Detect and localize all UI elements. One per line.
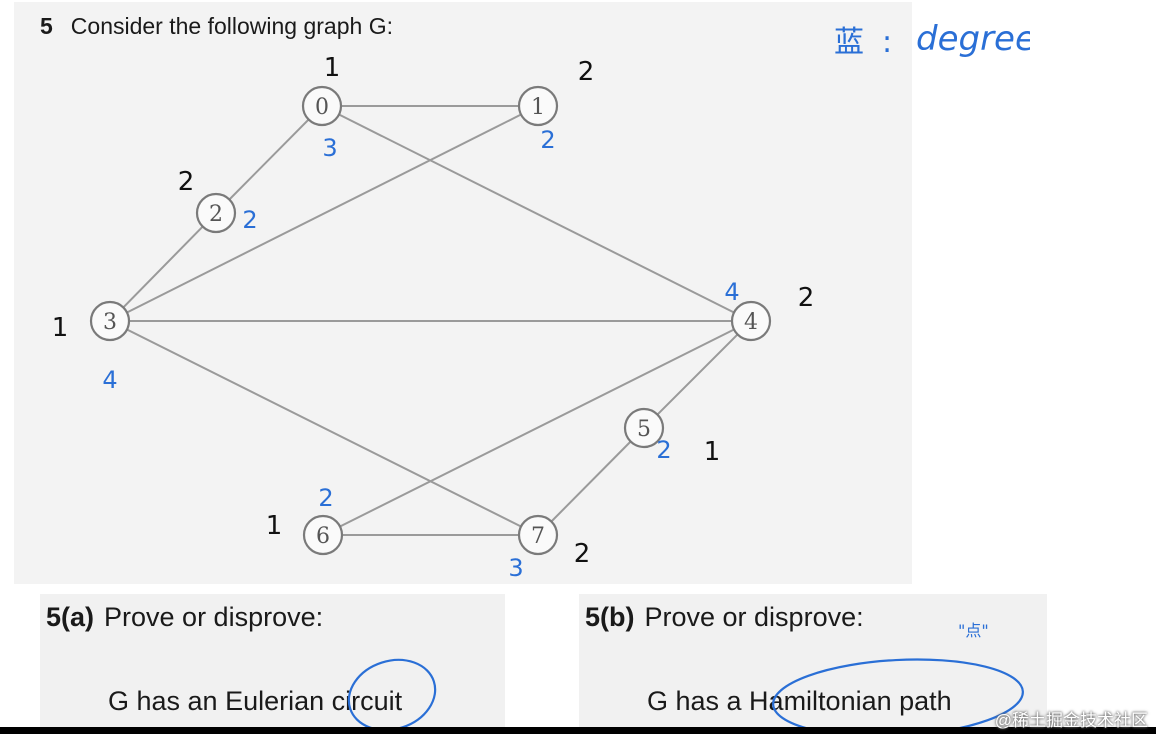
graph-node-label: 0	[315, 95, 329, 120]
graph-node-circle	[517, 514, 559, 556]
degree-mark-n1: 2	[540, 126, 555, 154]
graph-node-circle	[730, 300, 772, 342]
handwritten-overlay: "点"	[347, 621, 1024, 730]
degree-mark-n5: 2	[656, 436, 671, 464]
graph-edge-4-6	[339, 328, 735, 528]
graph-node-3: 3	[89, 300, 131, 342]
graph-edge-0-4	[338, 113, 735, 314]
legend-text: degree	[916, 19, 1030, 59]
circle-mark-hamiltonian	[772, 658, 1024, 730]
part-a-label: 5(a)	[46, 602, 95, 632]
handwritten-mark-n5: 1	[704, 437, 721, 467]
watermark: @稀土掘金技术社区	[994, 711, 1148, 730]
handwritten-mark-n3: 1	[52, 313, 69, 343]
degree-mark-n3: 4	[102, 366, 117, 394]
graph-node-circle	[301, 85, 343, 127]
part-a-panel: 5(a) Prove or disprove: G has an Eulerian…	[40, 594, 505, 729]
graph-edge-5-7	[550, 440, 632, 523]
graph-node-label: 5	[637, 417, 651, 442]
graph-node-circle	[302, 514, 344, 556]
degree-mark-n6: 2	[318, 484, 333, 512]
graph-node-circle	[195, 192, 237, 234]
handwritten-mark-n2: 2	[178, 167, 195, 197]
handwritten-mark-n7: 2	[574, 539, 591, 569]
degree-mark-n7: 3	[508, 554, 523, 582]
graph-node-circle	[89, 300, 131, 342]
graph-node-label: 2	[209, 202, 223, 227]
legend-symbol: 蓝	[834, 25, 864, 60]
graph-node-label: 4	[744, 310, 758, 335]
graph-node-5: 5	[623, 407, 665, 449]
handwritten-mark-n0: 1	[324, 53, 341, 83]
graph-node-2: 2	[195, 192, 237, 234]
graph-node-7: 7	[517, 514, 559, 556]
graph-node-label: 1	[531, 95, 545, 120]
graph-edge-0-2	[228, 118, 310, 201]
graph-edge-2-3	[122, 225, 204, 309]
question-text: Consider the following graph G:	[70, 13, 393, 39]
degree-mark-n0: 3	[322, 134, 337, 162]
circle-mark-circuit	[347, 658, 437, 730]
graph-node-6: 6	[302, 514, 344, 556]
handwritten-mark-n1: 2	[578, 57, 595, 87]
small-note: "点"	[958, 621, 989, 640]
degree-mark-n4: 4	[724, 278, 739, 306]
part-a-statement: G has an Eulerian circuit	[108, 686, 403, 716]
graph-edge-4-5	[656, 333, 739, 416]
graph-node-0: 0	[301, 85, 343, 127]
part-a-title: 5(a) Prove or disprove:	[46, 602, 323, 633]
graph-node-label: 3	[103, 310, 117, 335]
graph-node-label: 7	[531, 524, 545, 549]
part-b-prompt: Prove or disprove:	[644, 602, 864, 632]
bottom-bar	[0, 727, 1156, 734]
question-heading: 5 Consider the following graph G:	[40, 13, 393, 40]
graph-node-circle	[517, 85, 559, 127]
handwritten-mark-n6: 1	[266, 511, 283, 541]
part-b-label: 5(b)	[585, 602, 635, 632]
part-b-title: 5(b) Prove or disprove:	[585, 602, 864, 633]
question-number: 5	[40, 13, 53, 39]
graph-node-1: 1	[517, 85, 559, 127]
graph-edge-1-3	[126, 113, 522, 314]
degree-mark-n2: 2	[242, 206, 257, 234]
legend-note: 蓝 : degree	[834, 19, 1030, 60]
part-b-panel: 5(b) Prove or disprove: G has a Hamiltoni…	[579, 594, 1047, 729]
handwritten-mark-n4: 2	[798, 283, 815, 313]
graph-node-circle	[623, 407, 665, 449]
graph-node-label: 6	[316, 524, 330, 549]
graph-edge-3-7	[126, 328, 522, 528]
part-a-prompt: Prove or disprove:	[104, 602, 324, 632]
legend-colon: :	[882, 25, 892, 60]
part-b-statement: G has a Hamiltonian path	[647, 686, 952, 716]
graph-node-4: 4	[730, 300, 772, 342]
